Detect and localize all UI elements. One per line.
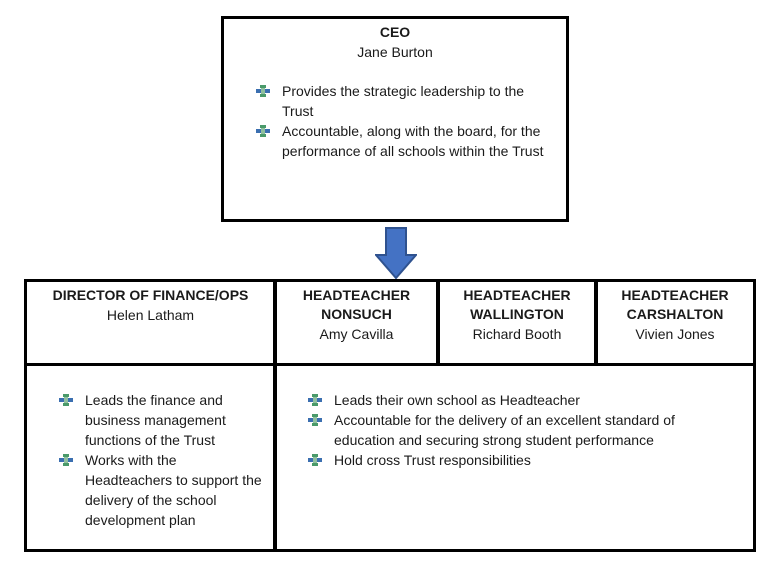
headteacher-carshalton-header: HEADTEACHER CARSHALTON Vivien Jones <box>594 279 756 366</box>
finance-responsibilities-box: Leads the finance and business managemen… <box>24 363 277 552</box>
list-item: Leads their own school as Headteacher <box>308 390 728 410</box>
role-title: HEADTEACHER CARSHALTON <box>621 287 729 322</box>
role-title: HEADTEACHER NONSUCH <box>302 287 411 322</box>
diamond-bullet-icon <box>59 454 73 466</box>
headteacher-bullet-text: Leads their own school as Headteacher <box>334 392 580 408</box>
list-item: Leads the finance and business managemen… <box>59 390 264 450</box>
headteacher-bullet-text: Accountable for the delivery of an excel… <box>334 412 675 448</box>
list-item: Provides the strategic leadership to the… <box>256 81 556 121</box>
role-holder-name: Amy Cavilla <box>319 326 394 342</box>
ceo-title: CEO <box>379 24 411 40</box>
diamond-bullet-icon <box>59 394 73 406</box>
finance-bullet-text: Works with the Headteachers to support t… <box>85 452 262 528</box>
diamond-bullet-icon <box>308 394 322 406</box>
list-item: Works with the Headteachers to support t… <box>59 450 264 530</box>
list-item: Hold cross Trust responsibilities <box>308 450 728 470</box>
ceo-bullet-text: Provides the strategic leadership to the… <box>282 83 525 119</box>
headteacher-bullet-text: Hold cross Trust responsibilities <box>334 452 531 468</box>
diamond-bullet-icon <box>256 85 270 97</box>
role-title: DIRECTOR OF FINANCE/OPS <box>52 287 249 303</box>
list-item: Accountable, along with the board, for t… <box>256 121 556 161</box>
diamond-bullet-icon <box>308 414 322 426</box>
role-holder-name: Vivien Jones <box>635 326 715 342</box>
finance-bullet-text: Leads the finance and business managemen… <box>85 392 226 448</box>
diamond-bullet-icon <box>308 454 322 466</box>
list-item: Accountable for the delivery of an excel… <box>308 410 728 450</box>
ceo-box: CEO Jane Burton Provides the strategic l… <box>221 16 569 222</box>
finance-bullet-list: Leads the finance and business managemen… <box>59 390 264 530</box>
ceo-bullet-list: Provides the strategic leadership to the… <box>256 81 556 161</box>
down-arrow-icon <box>375 227 417 279</box>
headteacher-wallington-header: HEADTEACHER WALLINGTON Richard Booth <box>436 279 598 366</box>
role-holder-name: Richard Booth <box>472 326 562 342</box>
role-holder-name: Helen Latham <box>106 307 195 323</box>
headteacher-bullet-list: Leads their own school as Headteacher Ac… <box>308 390 728 470</box>
headteacher-nonsuch-header: HEADTEACHER NONSUCH Amy Cavilla <box>273 279 440 366</box>
headteacher-responsibilities-box: Leads their own school as Headteacher Ac… <box>273 363 756 552</box>
ceo-name: Jane Burton <box>357 44 433 60</box>
director-finance-header: DIRECTOR OF FINANCE/OPS Helen Latham <box>24 279 277 366</box>
role-title: HEADTEACHER WALLINGTON <box>463 287 571 322</box>
diamond-bullet-icon <box>256 125 270 137</box>
ceo-bullet-text: Accountable, along with the board, for t… <box>282 123 544 159</box>
